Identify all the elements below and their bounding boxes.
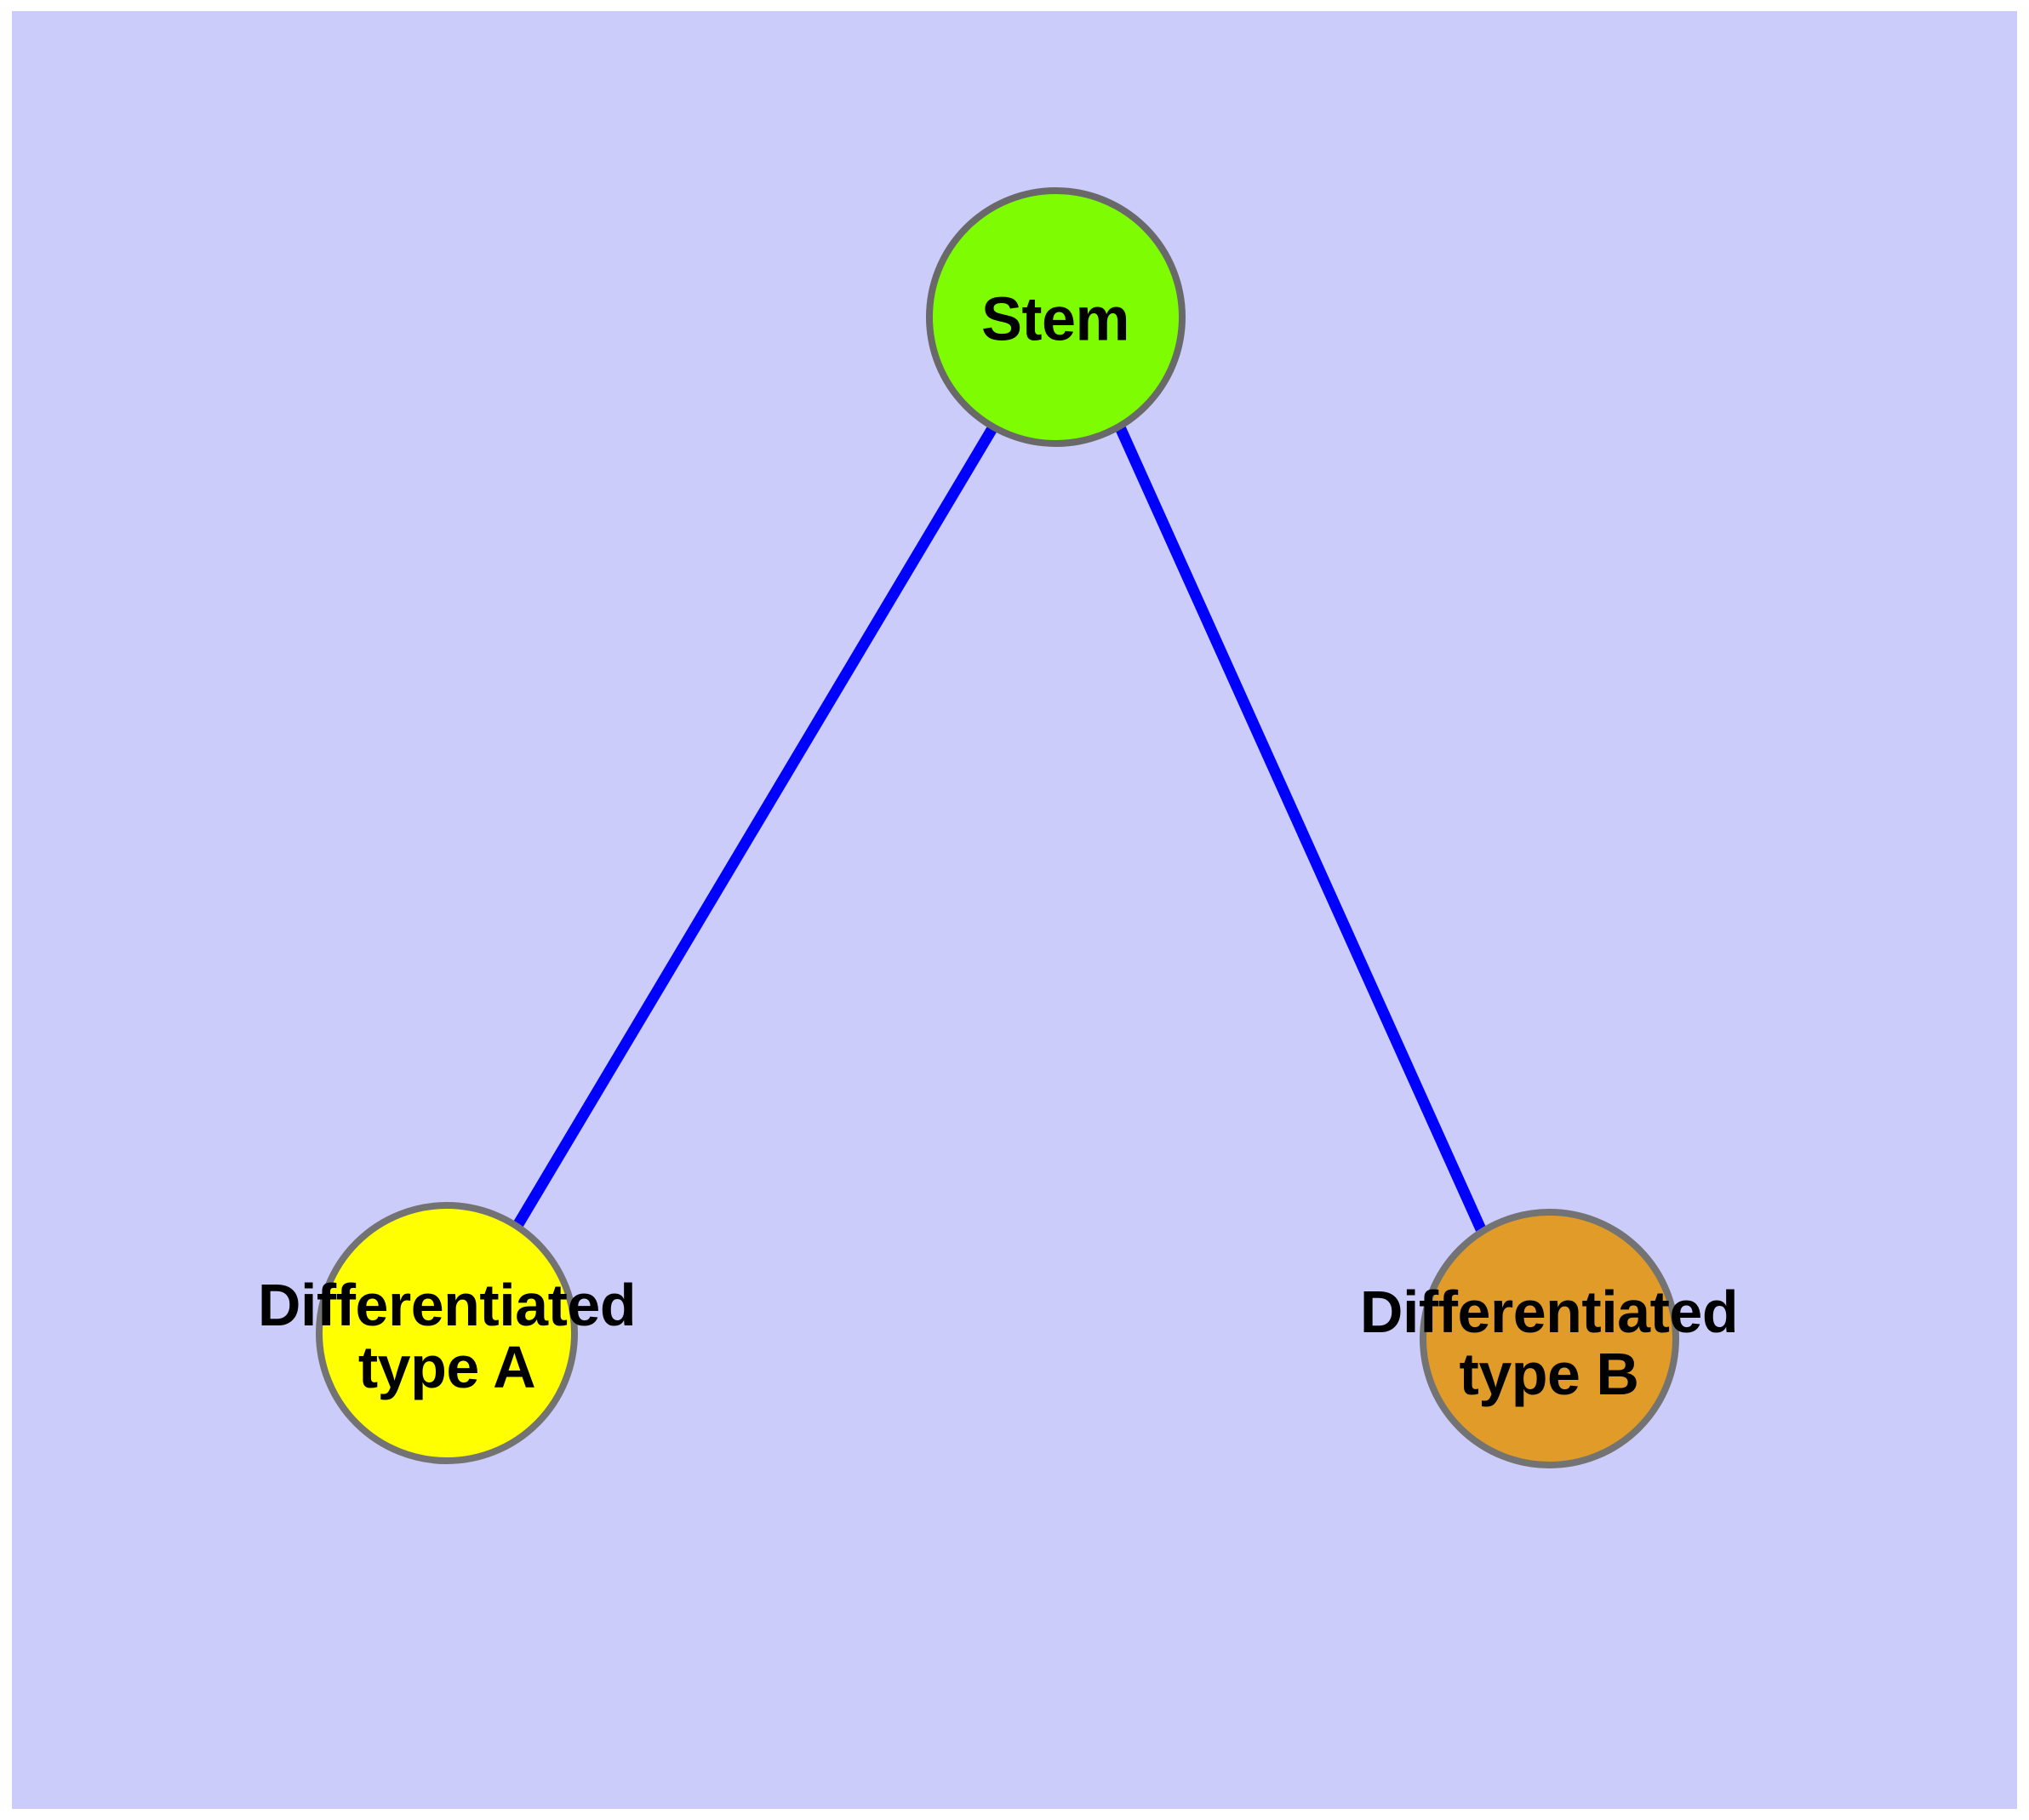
node-stem[interactable]: [926, 187, 1186, 447]
edge-stem-to-type-a: [513, 422, 999, 1228]
edge-stem-to-type-b: [1115, 425, 1486, 1232]
node-differentiated-type-a[interactable]: [316, 1202, 578, 1464]
node-differentiated-type-b[interactable]: [1420, 1209, 1679, 1468]
